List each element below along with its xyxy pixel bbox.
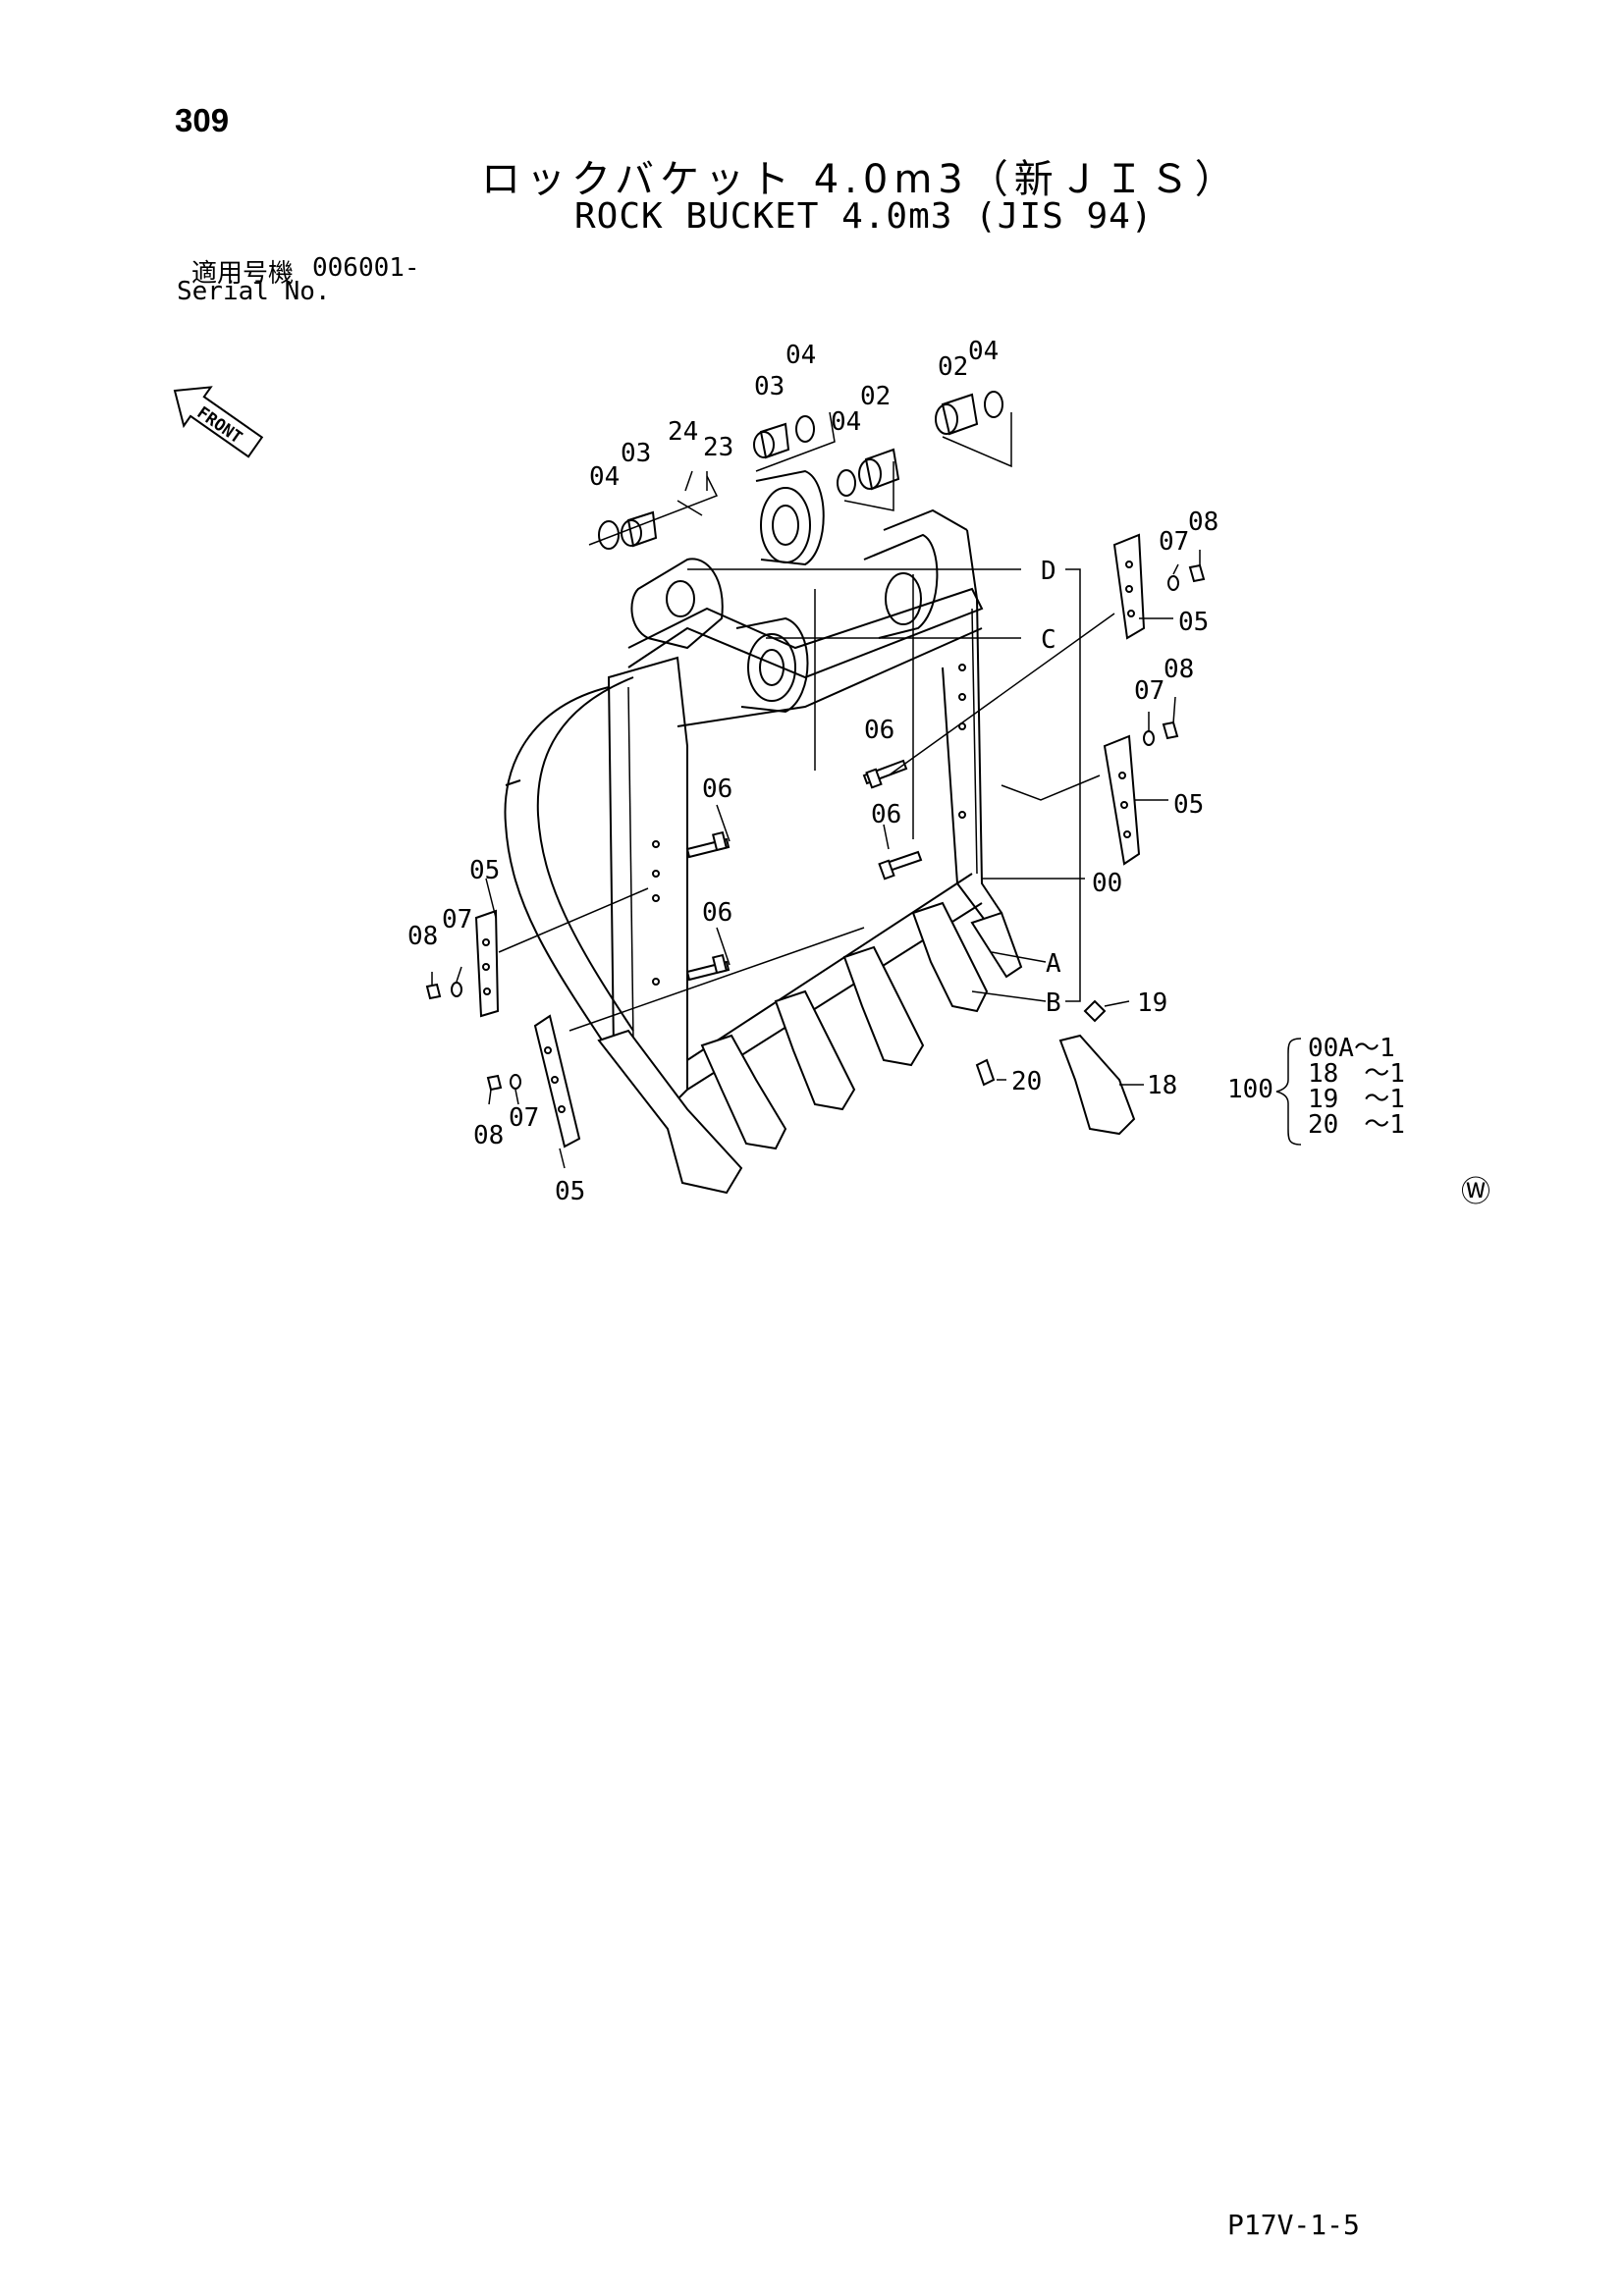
callout-20: 20 <box>1011 1067 1042 1096</box>
callout-24: 24 <box>668 417 698 447</box>
callout-00: 00 <box>1092 869 1122 898</box>
serial-value: 006001- <box>312 253 420 283</box>
leader-lines <box>431 470 1201 1169</box>
callout-23: 23 <box>703 433 733 462</box>
front-label: FRONT <box>193 403 245 449</box>
callout-08: 08 <box>1164 655 1194 684</box>
callout-03: 03 <box>621 439 651 468</box>
ref-label-b: B <box>1046 988 1061 1018</box>
kit-brace <box>1275 1038 1302 1146</box>
callout-05: 05 <box>555 1177 585 1206</box>
title-japanese: ロックバケット 4.0m3（新ＪＩＳ） <box>481 157 1240 202</box>
callout-03: 03 <box>754 372 785 401</box>
front-arrow-icon: FRONT <box>173 386 264 458</box>
callout-04: 04 <box>785 341 816 370</box>
footer-code: P17V-1-5 <box>1227 2209 1360 2241</box>
tooth <box>842 945 925 1067</box>
tooth <box>597 1029 743 1195</box>
tooth <box>774 989 856 1111</box>
callout-19: 19 <box>1137 988 1167 1018</box>
callout-08: 08 <box>407 922 438 951</box>
callout-04: 04 <box>831 407 861 437</box>
callout-08: 08 <box>1188 507 1218 537</box>
bolts <box>685 759 923 982</box>
callout-07: 07 <box>442 905 472 934</box>
kit-item: 19 ～1 <box>1308 1085 1405 1114</box>
page-number: 309 <box>175 102 230 138</box>
callout-07: 07 <box>1134 676 1164 706</box>
callout-07: 07 <box>1159 527 1189 557</box>
serial-label-english: Serial No. <box>177 277 331 306</box>
callout-05: 05 <box>1173 790 1204 820</box>
tooth <box>911 901 989 1013</box>
callout-08: 08 <box>473 1121 504 1150</box>
kit-number: 100 <box>1227 1075 1273 1104</box>
kit-item: 20 ～1 <box>1308 1110 1405 1140</box>
callout-06: 06 <box>702 774 732 804</box>
callout-06: 06 <box>864 716 894 745</box>
callout-05: 05 <box>469 856 500 885</box>
callout-06: 06 <box>871 800 901 829</box>
tooth <box>700 1034 787 1150</box>
ref-label-c: C <box>1041 625 1056 655</box>
kit-item: 18 ～1 <box>1308 1059 1405 1089</box>
watermark-symbol: Ⓦ <box>1461 1175 1490 1209</box>
side-cutters <box>425 533 1206 1148</box>
callout-02: 02 <box>860 382 891 411</box>
callout-04: 04 <box>968 337 999 366</box>
bucket-body <box>504 469 1003 1101</box>
serial-label-japanese: 適用号機 <box>191 259 295 289</box>
bushings-and-rings <box>588 391 1012 550</box>
callouts: 04 03 02 04 02 04 24 23 04 03 08 07 05 0… <box>407 337 1218 1206</box>
ref-label-a: A <box>1046 949 1061 979</box>
callout-04: 04 <box>589 462 620 492</box>
callout-07: 07 <box>509 1103 539 1133</box>
callout-18: 18 <box>1147 1071 1177 1100</box>
kit-item: 00A～1 <box>1308 1034 1395 1063</box>
callout-06: 06 <box>702 898 732 928</box>
bucket-teeth <box>597 901 1136 1195</box>
kit-set-list: 100 00A～1 18 ～1 19 ～1 20 ～1 <box>1227 1034 1405 1146</box>
title-english: ROCK BUCKET 4.0m3 (JIS 94) <box>574 196 1154 237</box>
ref-label-d: D <box>1041 557 1056 586</box>
callout-05: 05 <box>1178 608 1209 637</box>
callout-02: 02 <box>938 352 968 382</box>
